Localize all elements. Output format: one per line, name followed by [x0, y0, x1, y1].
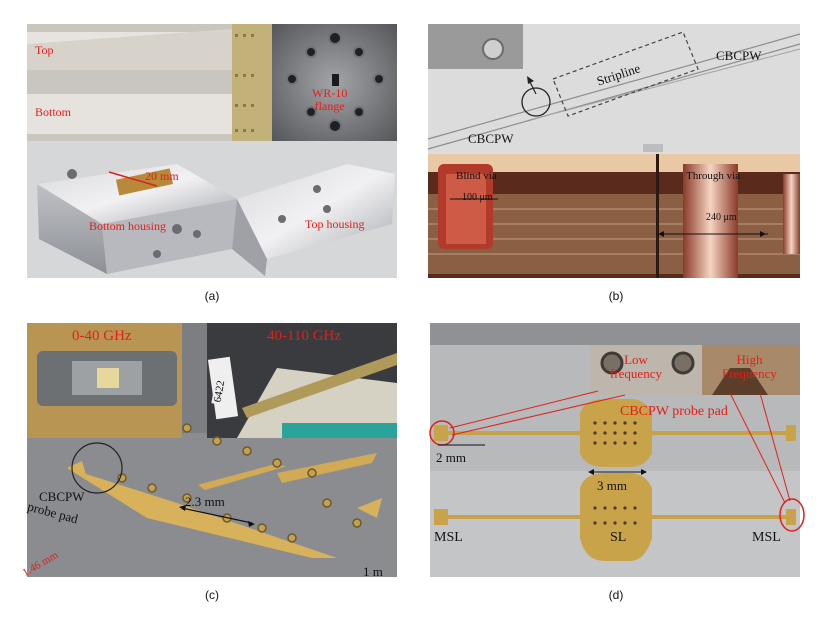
label-wr10-flange: WR-10 flange: [312, 86, 348, 114]
label-2mm: 2 mm: [436, 450, 466, 465]
panel-d-photo: Low frequency High Frequency CBCPW probe…: [429, 323, 805, 577]
label-top: Top: [35, 43, 54, 57]
label-0-40ghz: 0-40 GHz: [72, 328, 132, 344]
label-high-frequency: High Frequency: [722, 352, 777, 382]
caption-d: (d): [608, 588, 624, 602]
panel-c-photo: 0-40 GHz 40-110 GHz 6422 CBCPW probe pad…: [20, 323, 397, 579]
label-3mm: 3 mm: [597, 478, 627, 493]
caption-c: (c): [205, 588, 219, 602]
label-bottom: Bottom: [35, 105, 72, 119]
label-through-via: Through via: [686, 170, 741, 182]
label-low-frequency: Low frequency: [610, 352, 662, 382]
panel-d-image: [429, 323, 805, 577]
label-100um: 100 μm: [462, 192, 493, 203]
label-cbcpw-probe-pad: CBCPW probe pad: [620, 404, 728, 419]
label-msl-right: MSL: [752, 530, 781, 545]
label-40-110ghz: 40-110 GHz: [267, 328, 342, 344]
label-20mm: 20 mm: [145, 169, 179, 183]
label-cbcpw-left: CBCPW: [468, 131, 514, 146]
label-240um: 240 μm: [706, 212, 737, 223]
caption-b: (b): [608, 289, 624, 303]
label-sl: SL: [610, 530, 627, 545]
label-cbcpw: CBCPW: [39, 489, 85, 504]
panel-b-image: [427, 24, 801, 278]
label-cbcpw-right: CBCPW: [716, 48, 762, 63]
panel-b-photo: CBCPW CBCPW Stripline Blind via Through …: [427, 24, 801, 278]
label-bottom-housing: Bottom housing: [89, 219, 167, 233]
panel-c-image: [27, 323, 397, 577]
label-2-3mm: 2.3 mm: [185, 494, 225, 509]
panel-a-photo: Top Bottom WR-10 flange 20 mm Bottom hou…: [27, 24, 397, 278]
caption-a: (a): [204, 289, 220, 303]
label-msl-left: MSL: [434, 530, 463, 545]
label-top-housing: Top housing: [305, 217, 365, 231]
label-1mm-cut: 1 m: [363, 564, 383, 579]
label-blind-via: Blind via: [456, 170, 497, 182]
panel-a-image: [27, 24, 397, 278]
